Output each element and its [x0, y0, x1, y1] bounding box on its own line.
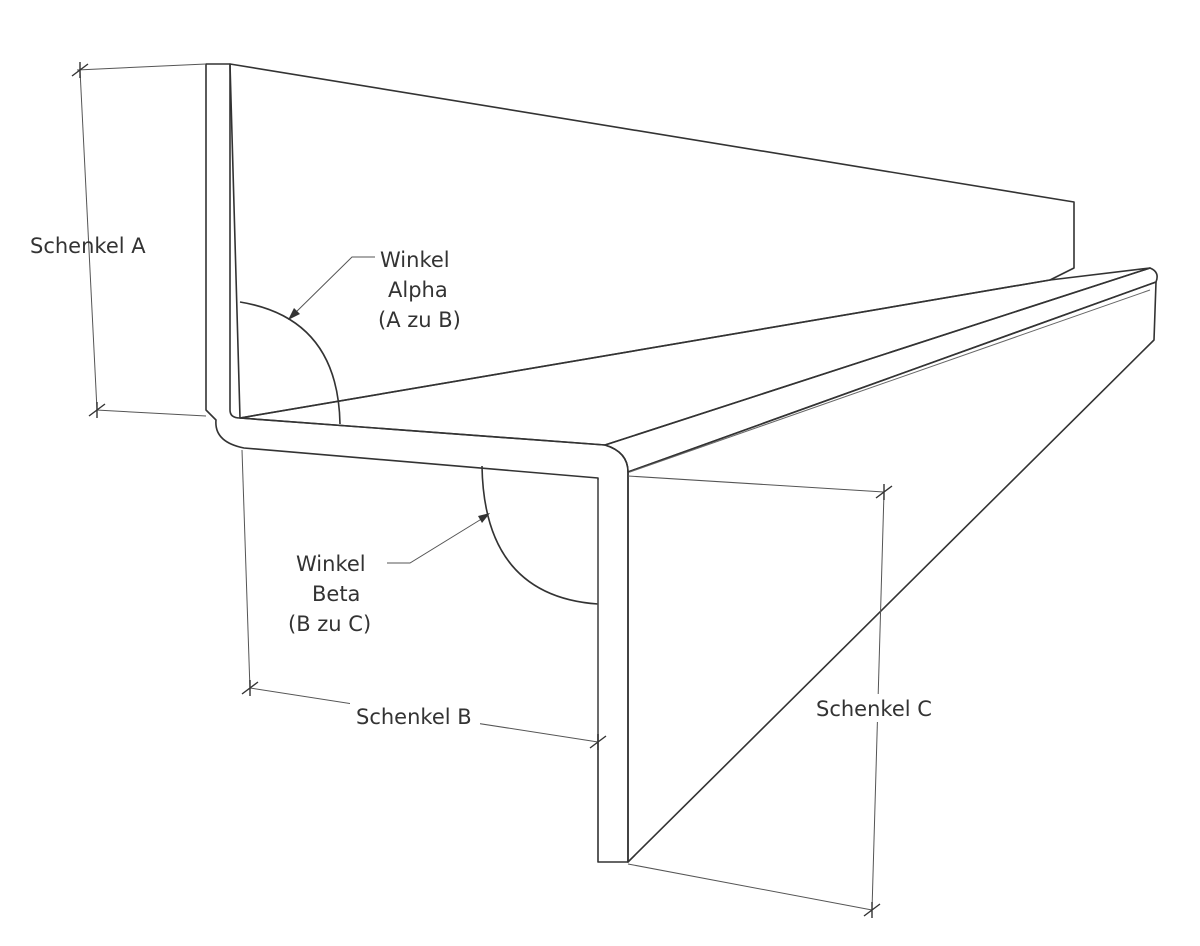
dimension-a-tick-bottom	[88, 402, 106, 418]
dimension-b-tick-right	[589, 734, 607, 750]
dimension-b-extension-left	[241, 449, 251, 691]
dimension-c-extension-top	[627, 475, 885, 493]
dimension-a-line	[79, 69, 98, 411]
label-alpha-line1: Winkel	[380, 248, 450, 272]
angle-beta-arc	[481, 465, 599, 605]
face-schenkel-c	[627, 281, 1157, 863]
dimension-b-tick-left	[241, 680, 259, 696]
label-beta-line1: Winkel	[296, 552, 366, 576]
alpha-leader	[289, 256, 375, 319]
label-beta-line3: (B zu C)	[288, 612, 371, 636]
bend-line	[629, 289, 1151, 473]
label-alpha-line2: Alpha	[388, 278, 448, 302]
face-schenkel-b-top	[239, 267, 1151, 446]
beta-arrowhead	[478, 513, 490, 523]
label-schenkel-c: Schenkel C	[816, 697, 932, 721]
dimension-c-tick-bottom	[863, 902, 881, 918]
face-schenkel-a	[229, 63, 1075, 419]
angle-alpha-arc	[239, 301, 341, 425]
dimension-a-tick-top	[71, 62, 89, 78]
label-alpha-line3: (A zu B)	[378, 308, 461, 332]
label-beta-line2: Beta	[312, 582, 360, 606]
label-schenkel-a: Schenkel A	[30, 234, 146, 258]
label-b-backdrop	[350, 702, 480, 728]
profile-cross-section	[205, 63, 629, 863]
dimension-c-extension-bottom	[627, 863, 873, 911]
dimension-a-extension-bottom	[95, 409, 207, 417]
label-c-backdrop	[812, 694, 942, 722]
dimension-c-tick-top	[875, 484, 893, 500]
beta-leader	[387, 514, 489, 564]
face-bend-band	[604, 267, 1158, 473]
dimension-a-extension-top	[76, 63, 207, 71]
alpha-arrowhead	[288, 308, 300, 320]
label-schenkel-b: Schenkel B	[356, 705, 472, 729]
